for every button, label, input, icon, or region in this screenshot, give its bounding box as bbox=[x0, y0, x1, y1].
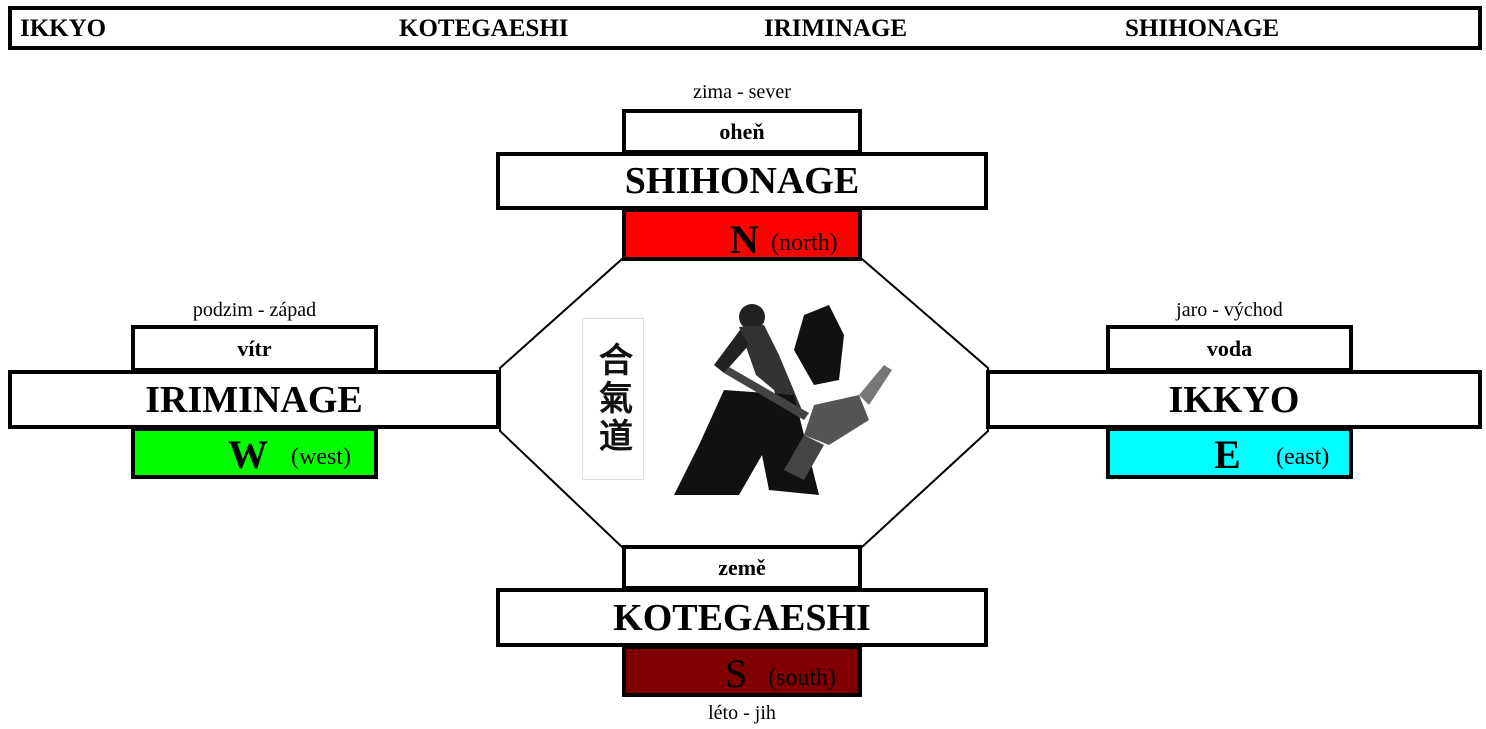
north-direction-box: N (north) bbox=[622, 208, 862, 261]
south-element-label: země bbox=[718, 554, 766, 580]
east-technique-label: IKKYO bbox=[1168, 378, 1300, 421]
west-technique-label: IRIMINAGE bbox=[145, 378, 363, 421]
east-season-caption: jaro - východ bbox=[1176, 299, 1283, 321]
north-technique-box: SHIHONAGE bbox=[496, 152, 988, 210]
east-element-label: voda bbox=[1206, 335, 1253, 361]
east-direction-label: (east) bbox=[1276, 444, 1330, 470]
technique-header-bar: IKKYO KOTEGAESHI IRIMINAGE SHIHONAGE bbox=[8, 6, 1482, 50]
south-direction-label: (south) bbox=[768, 665, 836, 691]
south-direction-letter: S bbox=[725, 651, 748, 696]
east-direction-box: E (east) bbox=[1106, 427, 1353, 479]
east-element-box: voda bbox=[1106, 325, 1353, 372]
south-technique-box: KOTEGAESHI bbox=[496, 588, 988, 647]
west-element-box: vítr bbox=[131, 325, 378, 372]
calligraphy-text: 合氣道 bbox=[592, 342, 633, 456]
center-artwork: 合氣道 bbox=[582, 295, 912, 500]
north-element-label: oheň bbox=[719, 118, 765, 144]
south-season-caption: léto - jih bbox=[708, 702, 776, 724]
aikido-calligraphy: 合氣道 bbox=[582, 318, 644, 480]
south-technique-label: KOTEGAESHI bbox=[613, 596, 871, 639]
south-element-box: země bbox=[622, 545, 862, 590]
header-item-kotegaeshi: KOTEGAESHI bbox=[399, 15, 569, 42]
west-season-caption: podzim - západ bbox=[192, 299, 317, 321]
north-season-caption: zima - sever bbox=[693, 81, 791, 103]
aikido-throw-illustration bbox=[674, 304, 892, 495]
north-element-box: oheň bbox=[622, 109, 862, 154]
header-item-iriminage: IRIMINAGE bbox=[764, 15, 908, 42]
west-direction-box: W (west) bbox=[131, 427, 378, 479]
north-technique-label: SHIHONAGE bbox=[624, 160, 860, 202]
header-item-shihonage: SHIHONAGE bbox=[1125, 15, 1280, 42]
north-direction-label: (north) bbox=[771, 230, 838, 256]
west-direction-label: (west) bbox=[291, 444, 351, 470]
west-direction-letter: W bbox=[228, 432, 268, 477]
north-direction-letter: N bbox=[730, 217, 759, 262]
west-technique-box: IRIMINAGE bbox=[8, 370, 500, 429]
west-element-label: vítr bbox=[237, 335, 272, 361]
east-technique-box: IKKYO bbox=[986, 370, 1482, 429]
south-direction-box: S (south) bbox=[622, 645, 862, 697]
header-item-ikkyo: IKKYO bbox=[20, 15, 107, 42]
east-direction-letter: E bbox=[1214, 432, 1241, 477]
